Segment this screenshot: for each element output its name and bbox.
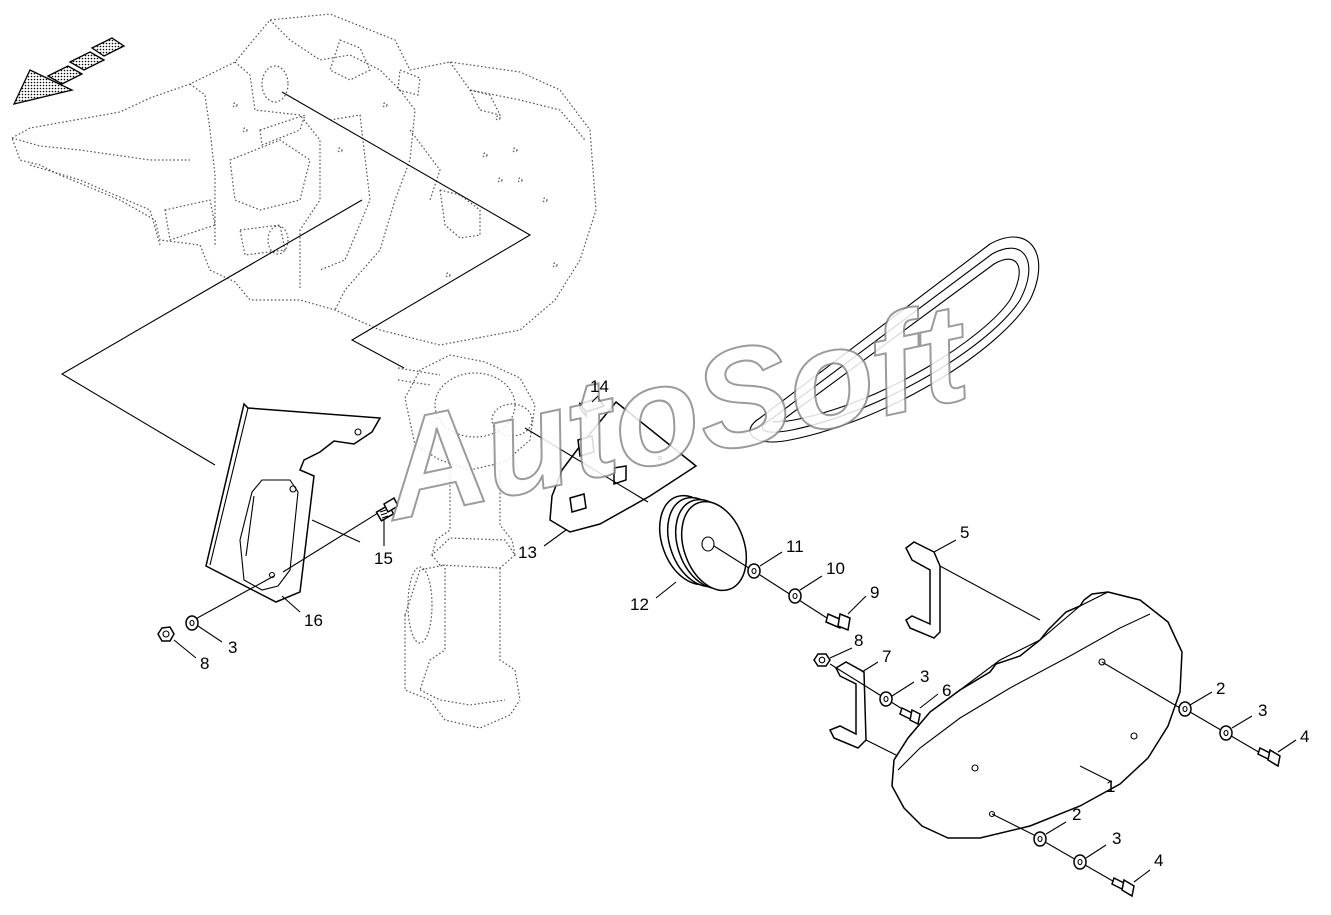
callout-2-upper: 2 xyxy=(1216,679,1225,698)
drive-belt xyxy=(749,236,1040,443)
nut-8-left xyxy=(157,626,175,642)
callout-10: 10 xyxy=(826,559,845,578)
callout-12: 12 xyxy=(630,595,649,614)
drive-bracket-13 xyxy=(524,400,698,533)
washer-2-upper xyxy=(1178,701,1263,755)
lock-washer-10 xyxy=(759,574,831,621)
callout-3-lower-right: 3 xyxy=(1112,829,1121,848)
bolt-15 xyxy=(282,496,399,573)
bolt-9 xyxy=(825,612,851,632)
callout-4-lower: 4 xyxy=(1154,851,1163,870)
callout-labels: 1 2 2 3 3 3 3 4 4 5 6 7 8 8 9 10 11 12 1… xyxy=(200,377,1309,870)
callout-8-right: 8 xyxy=(854,631,863,650)
callout-13: 13 xyxy=(518,543,537,562)
key-14 xyxy=(578,397,606,419)
callout-5: 5 xyxy=(960,523,969,542)
callout-16: 16 xyxy=(304,611,323,630)
callout-6: 6 xyxy=(942,681,951,700)
callout-1: 1 xyxy=(1106,777,1115,796)
nut-8-right xyxy=(813,653,913,716)
callout-15: 15 xyxy=(374,549,393,568)
lock-washer-3-lower xyxy=(1073,854,1087,870)
belt-cover-1 xyxy=(891,591,1183,839)
washer-3-left xyxy=(185,575,275,631)
washer-11 xyxy=(747,563,761,579)
lock-washer-3-upper xyxy=(1219,725,1233,741)
pulley-12 xyxy=(658,494,753,592)
callout-3-left: 3 xyxy=(228,638,237,657)
direction-arrow-icon xyxy=(12,37,126,105)
left-belt-guard xyxy=(205,402,382,603)
callout-14: 14 xyxy=(590,377,609,396)
callout-2-lower: 2 xyxy=(1072,805,1081,824)
callout-11: 11 xyxy=(786,537,804,556)
bolt-6 xyxy=(899,706,921,726)
callout-4-upper: 4 xyxy=(1300,727,1309,746)
callout-3-mid: 3 xyxy=(920,667,929,686)
bracket-5 xyxy=(905,541,1041,639)
bracket-7 xyxy=(828,661,911,763)
bolt-4-lower xyxy=(1111,876,1135,898)
callout-9: 9 xyxy=(870,583,879,602)
callout-7: 7 xyxy=(882,647,891,666)
callout-8-left: 8 xyxy=(200,654,209,673)
gearbox-housing-ghost xyxy=(397,354,536,729)
callout-leaders xyxy=(173,395,1297,883)
machine-frame-ghost xyxy=(11,13,597,346)
bolt-4-upper xyxy=(1257,746,1281,768)
callout-3-upper-right: 3 xyxy=(1258,701,1267,720)
assembly-reference-lines xyxy=(60,91,532,543)
washer-3-mid xyxy=(879,691,893,707)
